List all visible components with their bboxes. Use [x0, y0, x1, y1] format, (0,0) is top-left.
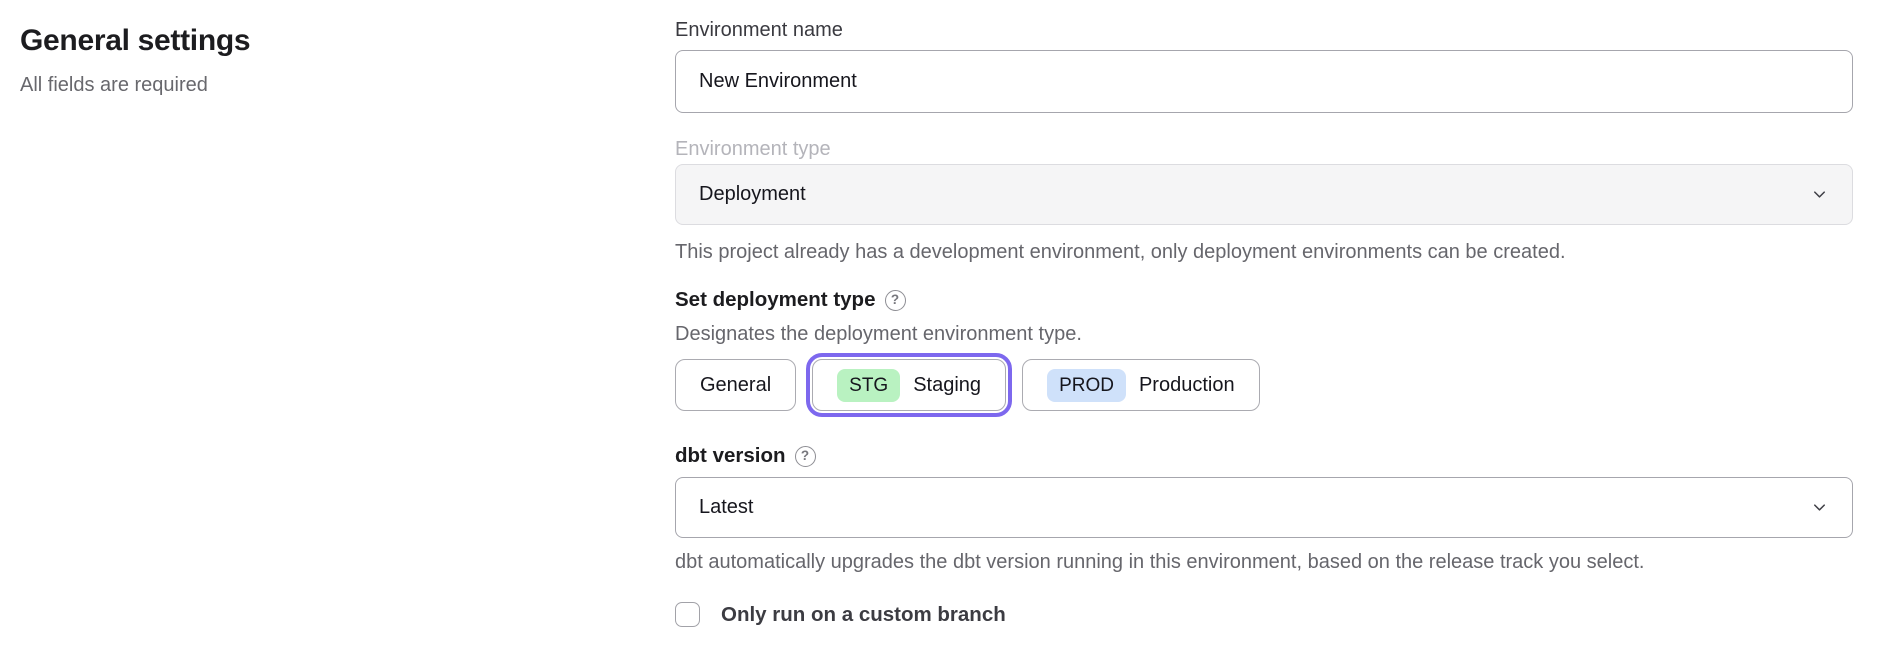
- chevron-down-icon: [1813, 504, 1826, 511]
- dbt-version-label-text: dbt version: [675, 444, 786, 467]
- page-title: General settings: [20, 24, 251, 57]
- environment-type-select[interactable]: Deployment: [675, 164, 1853, 225]
- chevron-down-icon: [1813, 191, 1826, 198]
- dbt-version-value: Latest: [699, 496, 754, 518]
- option-label: Production: [1138, 373, 1235, 396]
- custom-branch-label[interactable]: Only run on a custom branch: [721, 602, 1006, 626]
- deployment-type-label: Set deployment type ?: [675, 287, 1853, 313]
- environment-type-helper: This project already has a development e…: [675, 241, 1566, 263]
- page-subtitle: All fields are required: [20, 74, 208, 96]
- deployment-type-option-staging[interactable]: STG Staging: [806, 353, 1013, 417]
- option-label: General: [700, 373, 772, 396]
- custom-branch-row: Only run on a custom branch: [675, 602, 1853, 627]
- help-icon[interactable]: ?: [794, 445, 816, 467]
- help-icon[interactable]: ?: [884, 289, 906, 311]
- dbt-version-helper: dbt automatically upgrades the dbt versi…: [675, 551, 1645, 573]
- dbt-version-select[interactable]: Latest: [675, 477, 1853, 538]
- deployment-type-option-general[interactable]: General: [675, 359, 797, 411]
- dbt-version-label: dbt version ?: [675, 443, 1853, 469]
- custom-branch-checkbox[interactable]: [675, 602, 700, 627]
- environment-name-input[interactable]: [675, 50, 1853, 113]
- environment-type-value: Deployment: [699, 183, 806, 205]
- environment-form: Environment name Environment type Deploy…: [675, 18, 1853, 627]
- option-label: Staging: [913, 373, 982, 396]
- deployment-type-helper: Designates the deployment environment ty…: [675, 323, 1082, 345]
- deployment-type-option-production[interactable]: PROD Production: [1022, 359, 1260, 411]
- deployment-type-options: General STG Staging PROD Production: [675, 353, 1853, 417]
- environment-name-label: Environment name: [675, 19, 843, 41]
- stg-badge: STG: [837, 368, 901, 402]
- environment-type-label: Environment type: [675, 138, 831, 160]
- prod-badge: PROD: [1047, 368, 1126, 402]
- general-settings-panel: General settings All fields are required: [20, 24, 580, 97]
- deployment-type-label-text: Set deployment type: [675, 288, 876, 311]
